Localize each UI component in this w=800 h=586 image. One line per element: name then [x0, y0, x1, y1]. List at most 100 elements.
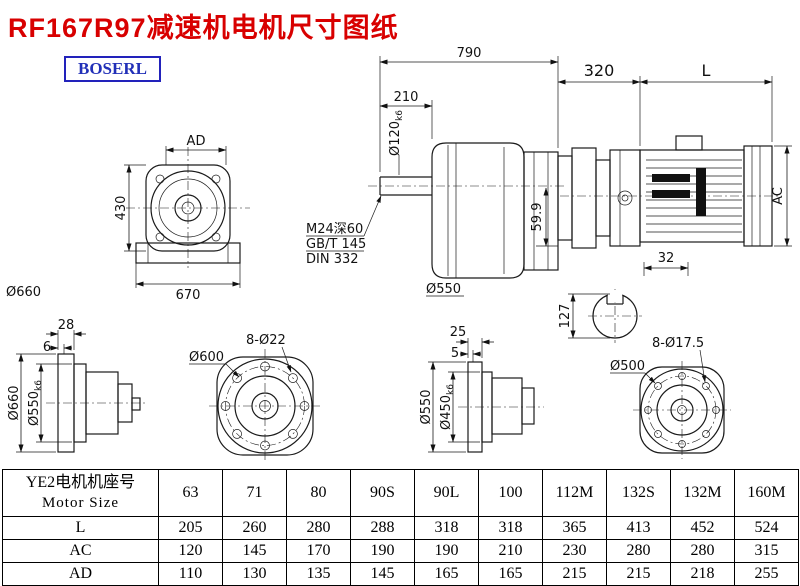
dim-59-9: 59.9 — [530, 203, 545, 232]
flange1-face-view: Ø600 8-Ø22 — [189, 333, 321, 463]
flange2-bolt-holes — [644, 372, 720, 448]
cell: 130 — [222, 562, 287, 586]
flange1-side-view: 28 6 Ø660 Ø550k6 — [7, 318, 146, 453]
flange1-spigot-diameter-label: Ø550k6 — [27, 380, 44, 426]
table-row-AD: AD 110 130 135 145 165 165 215 215 218 2… — [2, 562, 799, 586]
gearbox-housing — [431, 142, 525, 279]
flange2-outer-diameter-label: Ø550 — [419, 389, 434, 424]
cell: 120 — [158, 539, 223, 563]
shaft-dia-value: Ø120 — [388, 121, 403, 156]
cell: 288 — [350, 516, 415, 540]
cell: 165 — [414, 562, 479, 586]
cell: 145 — [350, 562, 415, 586]
cell: 215 — [542, 562, 607, 586]
row-label: AD — [2, 562, 159, 586]
cell: 315 — [734, 539, 799, 563]
flange2-bolt-note: 8-Ø17.5 — [652, 336, 704, 351]
size-column-header: 112M — [542, 469, 607, 517]
dim-670: 670 — [176, 288, 201, 303]
dim-320: 320 — [584, 61, 615, 80]
cell: 452 — [670, 516, 735, 540]
cell: 190 — [350, 539, 415, 563]
cell: 413 — [606, 516, 671, 540]
dim-ac: AC — [771, 187, 786, 205]
shaft-section-view: 127 32 — [558, 251, 689, 343]
cell: 260 — [222, 516, 287, 540]
dim-5: 5 — [451, 346, 459, 361]
flange2-spigot-value: Ø450 — [439, 395, 454, 430]
size-column-header: 160M — [734, 469, 799, 517]
cell: 215 — [606, 562, 671, 586]
cell: 280 — [670, 539, 735, 563]
size-column-header: 132M — [670, 469, 735, 517]
standard-gb: GB/T 145 — [306, 237, 366, 252]
flange1-face-diameter-label: Ø600 — [189, 350, 224, 365]
dim-ad: AD — [187, 134, 206, 149]
cell: 230 — [542, 539, 607, 563]
dim-790: 790 — [457, 46, 482, 61]
technical-drawing: AD 430 670 Ø660 — [6, 46, 792, 463]
row-label: L — [2, 516, 159, 540]
dimension-table: YE2电机机座号 Motor Size 63 71 80 90S 90L 100… — [2, 469, 799, 586]
flange1-spigot-value: Ø550 — [27, 391, 42, 426]
flange2-side-view: 25 5 Ø550 Ø450k6 — [419, 325, 544, 453]
flange1-bolt-note: 8-Ø22 — [246, 333, 286, 348]
cell: 280 — [286, 516, 351, 540]
cell: 165 — [478, 562, 543, 586]
flange1-spigot-tolerance: k6 — [34, 380, 44, 391]
cell: 318 — [478, 516, 543, 540]
flange1-outer-diameter-label: Ø660 — [7, 385, 22, 420]
table-row-L: L 205 260 280 288 318 318 365 413 452 52… — [2, 516, 799, 540]
dim-L: L — [702, 61, 711, 80]
dim-6: 6 — [43, 340, 51, 355]
flange2-face-view: Ø500 8-Ø17.5 — [610, 336, 731, 459]
shaft-dia-tolerance: k6 — [395, 110, 405, 121]
table-header-cn: YE2电机机座号 — [25, 473, 136, 491]
cell: 218 — [670, 562, 735, 586]
table-header-en: Motor Size — [41, 494, 120, 511]
dim-430: 430 — [114, 196, 129, 221]
cell: 255 — [734, 562, 799, 586]
table-header-row: YE2电机机座号 Motor Size 63 71 80 90S 90L 100… — [2, 469, 799, 517]
shaft-diameter-label: Ø120k6 — [388, 110, 405, 156]
standard-din: DIN 332 — [306, 252, 359, 267]
gearbox-front-view: AD 430 670 Ø660 — [6, 134, 250, 303]
cell: 145 — [222, 539, 287, 563]
size-column-header: 90L — [414, 469, 479, 517]
size-column-header: 71 — [222, 469, 287, 517]
cell: 190 — [414, 539, 479, 563]
flange2-face-diameter-label: Ø500 — [610, 359, 645, 374]
flange2-spigot-diameter-label: Ø450k6 — [439, 384, 456, 430]
terminal-box — [675, 135, 703, 151]
cell: 135 — [286, 562, 351, 586]
dim-32: 32 — [658, 251, 675, 266]
cell: 110 — [158, 562, 223, 586]
dim-127: 127 — [558, 304, 573, 329]
row-label: AC — [2, 539, 159, 563]
output-flange-diameter-label: Ø550 — [426, 282, 461, 297]
size-column-header: 132S — [606, 469, 671, 517]
cell: 205 — [158, 516, 223, 540]
flange2-spigot-tolerance: k6 — [446, 384, 456, 395]
fan-cowl — [743, 145, 773, 247]
cell: 170 — [286, 539, 351, 563]
motor-side-view: 320 L AC — [557, 61, 792, 247]
adapter-housing — [557, 147, 641, 249]
dim-210: 210 — [394, 90, 419, 105]
page-title: RF167R97减速机电机尺寸图纸 — [8, 13, 399, 43]
brand-logo: BOSERL — [64, 56, 161, 82]
tap-note: M24深60 — [306, 222, 363, 237]
table-row-AC: AC 120 145 170 190 190 210 230 280 280 3… — [2, 539, 799, 563]
motor-size-header-cell: YE2电机机座号 Motor Size — [2, 469, 159, 517]
gearbox-side-view: 790 210 Ø120k6 M24深60 GB/T 145 DIN 332 5… — [306, 46, 565, 297]
dim-28: 28 — [58, 318, 75, 333]
cell: 280 — [606, 539, 671, 563]
cell: 318 — [414, 516, 479, 540]
size-column-header: 90S — [350, 469, 415, 517]
size-column-header: 80 — [286, 469, 351, 517]
cell: 210 — [478, 539, 543, 563]
cell: 365 — [542, 516, 607, 540]
size-column-header: 63 — [158, 469, 223, 517]
dim-25: 25 — [450, 325, 467, 340]
